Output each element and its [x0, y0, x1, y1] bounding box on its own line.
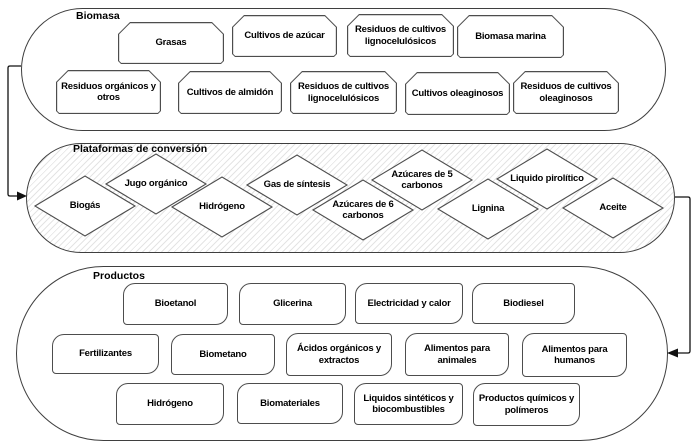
biomass-node-cultivos-almidon: Cultivos de almidón — [178, 71, 282, 114]
node-label: Liquido pirolítico — [510, 173, 584, 185]
arrowhead-left-icon — [667, 348, 678, 358]
product-node-biometano: Biometano — [171, 334, 275, 375]
biomass-node-biomasa-marina: Biomasa marina — [457, 15, 564, 58]
node-label: Azúcares de 5 carbonos — [391, 168, 453, 191]
node-label: Hidrógeno — [199, 201, 245, 213]
product-node-biomateriales: Biomateriales — [237, 383, 343, 424]
products-section-title: Productos — [93, 270, 145, 282]
biomass-node-cultivos-azucar: Cultivos de azúcar — [232, 15, 337, 57]
product-node-productos-quimicos: Productos químicos y polímeros — [473, 383, 580, 426]
node-label: Lignina — [471, 203, 505, 215]
node-label: Grasas — [155, 37, 187, 49]
node-label: Hidrógeno — [147, 398, 193, 410]
biomass-node-residuos-organicos: Residuos orgánicos y otros — [56, 70, 161, 114]
biomass-node-grasas: Grasas — [118, 22, 224, 64]
node-label: Gas de síntesis — [263, 179, 331, 191]
product-node-bioetanol: Bioetanol — [123, 283, 228, 325]
node-label: Biodiesel — [503, 297, 544, 309]
platforms-section-title: Plataformas de conversión — [73, 143, 208, 155]
node-label: Glicerina — [273, 298, 312, 310]
node-label: Azúcares de 6 carbonos — [332, 198, 394, 221]
node-label: Residuos de cultivos lignocelulósicos — [297, 81, 390, 104]
node-label: Jugo orgánico — [124, 178, 188, 190]
platform-node-aceite: Aceite — [567, 191, 659, 225]
biomass-section-title: Biomasa — [76, 10, 120, 22]
node-label: Bioetanol — [154, 298, 197, 310]
node-label: Biogás — [69, 200, 101, 212]
platform-node-lignina: Lignina — [442, 192, 534, 226]
product-node-biodiesel: Biodiesel — [472, 283, 575, 324]
product-node-hidrogeno: Hidrógeno — [116, 383, 224, 425]
biomass-node-residuos-oleaginosos: Residuos de cultivos oleaginosos — [513, 71, 619, 114]
node-label: Biometano — [199, 348, 247, 360]
node-label: Aceite — [599, 202, 627, 214]
product-node-alimentos-humanos: Alimentos para humanos — [522, 333, 627, 377]
node-label: Residuos de cultivos lignocelulósicos — [354, 24, 447, 47]
arrow-platforms-to-products — [667, 196, 691, 358]
product-node-fertilizantes: Fertilizantes — [52, 334, 159, 374]
product-node-liquidos-sinteticos: Liquidos sintéticos y biocombustibles — [354, 383, 463, 425]
node-label: Electricidad y calor — [367, 297, 451, 309]
node-label: Cultivos oleaginosos — [411, 87, 504, 99]
node-label: Cultivos de azúcar — [244, 30, 325, 42]
product-node-acidos-organicos: Ácidos orgánicos y extractos — [286, 333, 392, 376]
node-label: Fertilizantes — [79, 348, 132, 360]
node-label: Liquidos sintéticos y biocombustibles — [363, 392, 454, 415]
node-label: Biomateriales — [260, 397, 320, 409]
node-label: Biomasa marina — [475, 30, 546, 42]
biomass-node-cultivos-oleaginosos: Cultivos oleaginosos — [405, 72, 510, 115]
node-label: Alimentos para humanos — [541, 343, 608, 366]
product-node-alimentos-animales: Alimentos para animales — [405, 333, 509, 376]
node-label: Productos químicos y polímeros — [478, 393, 575, 416]
node-label: Residuos de cultivos oleaginosos — [520, 81, 612, 104]
platform-node-azucares-6: Azúcares de 6 carbonos — [317, 193, 409, 227]
product-node-glicerina: Glicerina — [239, 283, 346, 325]
node-label: Residuos orgánicos y otros — [61, 80, 156, 103]
node-label: Cultivos de almidón — [186, 86, 274, 98]
node-label: Alimentos para animales — [424, 343, 490, 366]
node-label: Ácidos orgánicos y extractos — [296, 343, 382, 366]
biomass-node-residuos-lignocelulosicos-1: Residuos de cultivos lignocelulósicos — [347, 14, 454, 57]
product-node-electricidad-calor: Electricidad y calor — [355, 283, 463, 324]
biomass-node-residuos-lignocelulosicos-2: Residuos de cultivos lignocelulósicos — [290, 71, 397, 114]
